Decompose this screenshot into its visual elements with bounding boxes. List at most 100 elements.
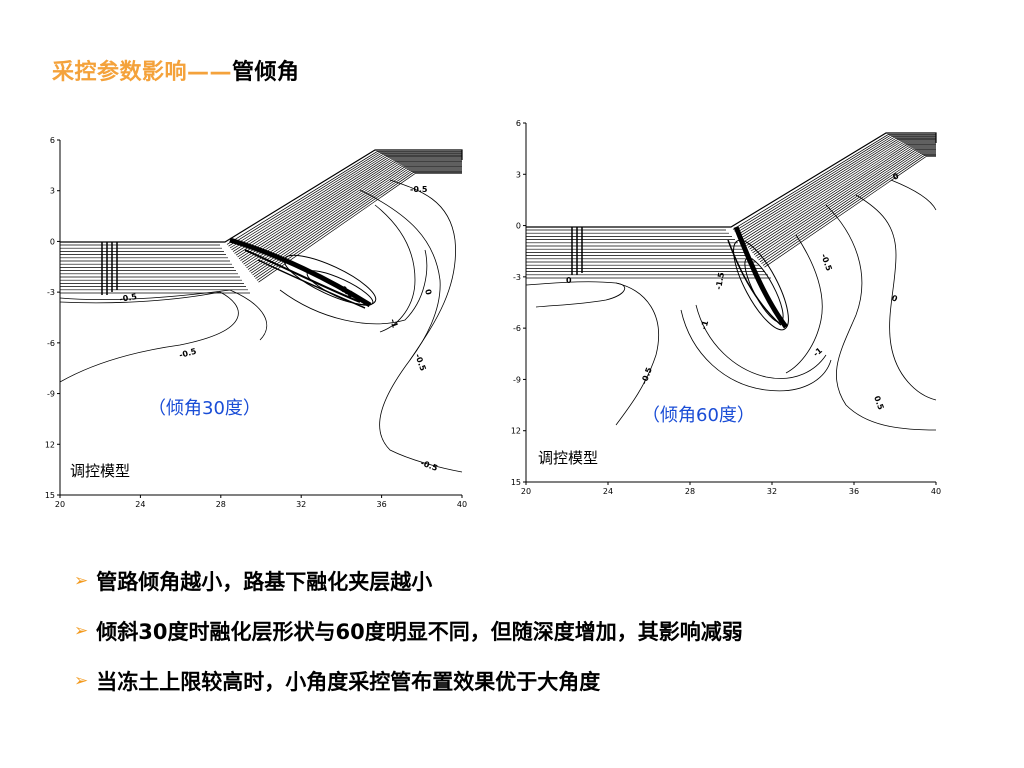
contour-value-label: -0.5 <box>410 185 428 194</box>
y-tick-label: -6 <box>513 324 521 333</box>
caption-open: （倾角 <box>642 405 696 426</box>
y-tick-label: 3 <box>516 170 521 179</box>
contour-line <box>249 166 462 272</box>
bullet-text: 当冻土上限较高时，小角度采控管布置效果优于大角度 <box>96 670 601 694</box>
y-tick-label: -9 <box>513 375 521 384</box>
x-tick-label: 32 <box>767 487 777 496</box>
slope-contour-lines <box>732 134 936 268</box>
contour-line <box>746 143 936 246</box>
contour-line <box>240 160 462 261</box>
pipe-cluster <box>727 226 789 331</box>
contour-line <box>737 137 936 236</box>
bullet-text: 管路倾角越小，路基下融化夹层越小 <box>96 570 433 594</box>
x-axis-ticks: 20 24 28 32 36 40 <box>521 482 941 496</box>
arrow-bullet-icon: ➢ <box>74 571 89 591</box>
contour-line <box>747 144 936 248</box>
contour-line <box>255 171 462 279</box>
y-tick-label: 12 <box>45 440 55 449</box>
pipe-cluster <box>229 237 377 309</box>
contour-line <box>241 161 462 263</box>
y-tick-label: -9 <box>47 390 55 399</box>
left-pipe-marks <box>571 227 583 275</box>
outer-contours <box>525 179 937 431</box>
contour-value-label: -1 <box>388 318 400 330</box>
y-tick-label: 12 <box>511 427 521 436</box>
caption-angle: 60 <box>696 405 719 426</box>
contour-line <box>738 138 936 237</box>
contour-line <box>253 169 462 278</box>
x-tick-label: 32 <box>296 500 306 509</box>
x-tick-label: 28 <box>685 487 695 496</box>
contour-line <box>734 135 936 232</box>
caption-60: （倾角60度） <box>642 401 755 427</box>
contour-line <box>753 148 936 255</box>
model-label-60: 调控模型 <box>538 449 599 467</box>
y-tick-label: 6 <box>516 119 521 128</box>
outer-contours <box>59 179 463 473</box>
contour-line <box>758 151 936 261</box>
caption-close: 度） <box>224 398 261 419</box>
y-tick-label: -6 <box>47 339 55 348</box>
contour-line <box>755 149 936 257</box>
y-tick-label: 6 <box>50 136 55 145</box>
contour-line <box>764 156 936 268</box>
x-tick-label: 40 <box>931 487 941 496</box>
bullet-text: 倾斜30度时融化层形状与60度明显不同，但随深度增加，其影响减弱 <box>96 620 743 644</box>
contour-value-label: -0.5 <box>119 292 138 304</box>
x-tick-label: 36 <box>849 487 859 496</box>
caption-30: （倾角30度） <box>148 394 261 420</box>
x-tick-label: 20 <box>521 487 531 496</box>
contour-line <box>231 154 462 251</box>
arrow-bullet-icon: ➢ <box>74 671 89 691</box>
contour-value-label: -0.5 <box>819 253 834 273</box>
contour-line <box>244 163 462 267</box>
x-tick-label: 24 <box>603 487 613 496</box>
contour-line <box>744 142 936 245</box>
y-tick-label: 0 <box>50 237 55 246</box>
slide-title-topic: 管倾角 <box>232 60 300 85</box>
contour-line <box>759 152 936 263</box>
contour-line <box>226 151 462 245</box>
contour-line <box>735 136 936 234</box>
contour-line <box>247 165 462 270</box>
contour-line <box>238 159 462 260</box>
contour-value-label: -1 <box>812 346 825 359</box>
plot-frame <box>59 140 462 496</box>
bullet-item: ➢ 管路倾角越小，路基下融化夹层越小 <box>74 556 743 606</box>
contour-line <box>743 141 936 243</box>
contour-line <box>732 134 936 230</box>
x-tick-label: 28 <box>216 500 226 509</box>
contour-line <box>258 173 462 283</box>
contour-line <box>246 164 462 269</box>
ground-contour-layers <box>60 244 250 294</box>
contour-line <box>243 162 462 265</box>
contour-line <box>228 152 462 247</box>
contour-line <box>750 146 936 252</box>
contour-line <box>749 145 936 250</box>
contour-line <box>761 154 936 264</box>
bullet-list: ➢ 管路倾角越小，路基下融化夹层越小 ➢ 倾斜30度时融化层形状与60度明显不同… <box>74 556 743 706</box>
contour-line <box>232 155 462 252</box>
x-tick-label: 24 <box>135 500 145 509</box>
contour-line <box>256 172 462 281</box>
contour-line <box>234 156 462 254</box>
contour-line <box>229 153 462 249</box>
contour-value-label: 0.5 <box>872 395 885 412</box>
contour-labels: -0.5-0.5-1-0.50-0.5-0.50.5 <box>119 185 439 473</box>
contour-value-label: -0.5 <box>419 458 439 473</box>
contour-value-label: -0.5 <box>413 353 428 373</box>
bullet-item: ➢ 倾斜30度时融化层形状与60度明显不同，但随深度增加，其影响减弱 <box>74 606 743 656</box>
contour-value-label: 0 <box>423 288 433 296</box>
y-tick-label: 15 <box>511 478 521 487</box>
x-tick-label: 20 <box>55 500 65 509</box>
y-tick-label: 3 <box>50 187 55 196</box>
ground-contour-layers <box>526 229 771 279</box>
slide-title: 采控参数影响——管倾角 <box>52 54 300 86</box>
